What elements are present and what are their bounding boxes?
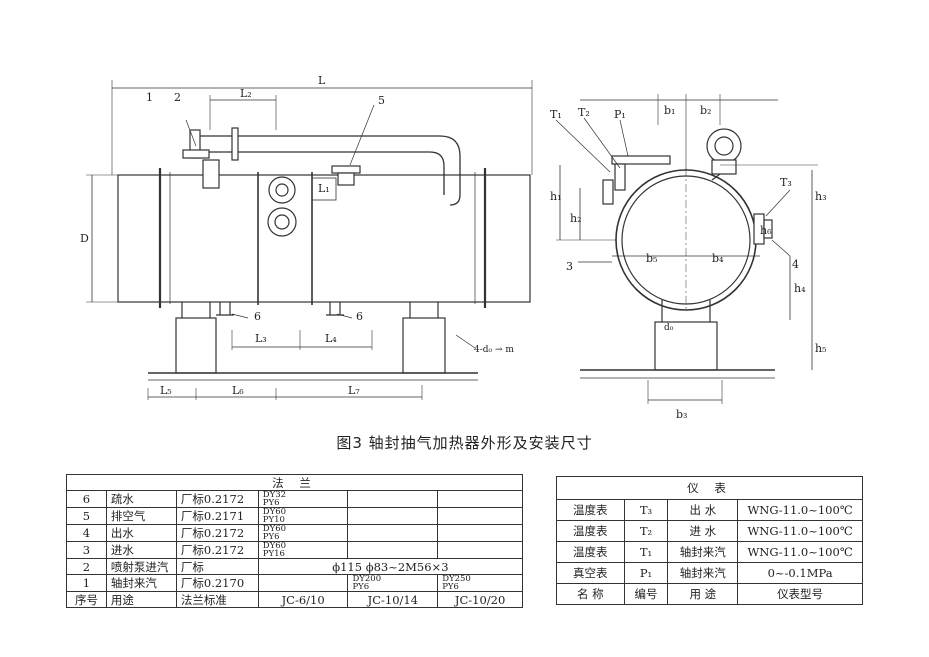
dim-d0: d₀ xyxy=(664,323,674,333)
dim-L7: L₇ xyxy=(348,384,360,397)
end-view xyxy=(555,94,818,404)
label-5: 5 xyxy=(378,94,385,107)
label-6b: 6 xyxy=(356,310,363,323)
figure-caption: 图3 轴封抽气加热器外形及安装尺寸 xyxy=(336,434,593,452)
label-T2: T₂ xyxy=(578,106,590,119)
dim-L3: L₃ xyxy=(255,332,267,345)
dim-h3: h₃ xyxy=(815,190,827,203)
label-4: 4 xyxy=(792,258,799,271)
dim-b4: b₄ xyxy=(712,252,724,265)
table-header-row: 名 称编号用 途仪表型号 xyxy=(556,583,863,605)
label-T3: T₃ xyxy=(780,176,792,189)
right-saddle xyxy=(402,317,446,374)
dim-L1: L₁ xyxy=(318,182,330,195)
flange-table-title: 法 兰 xyxy=(66,474,523,491)
dim-h2: h₂ xyxy=(570,212,582,225)
dim-b1: b₁ xyxy=(664,104,675,117)
label-T1: T₁ xyxy=(550,108,562,121)
steam-pipe xyxy=(196,135,461,206)
label-1: 1 xyxy=(146,91,153,104)
dim-L: L xyxy=(318,74,326,87)
dim-h1: h₁ xyxy=(550,190,562,203)
dim-L2: L₂ xyxy=(240,87,252,100)
label-3: 3 xyxy=(566,260,573,273)
label-2: 2 xyxy=(174,91,181,104)
label-holes: 4-d₀ → m xyxy=(474,345,514,355)
dim-L5: L₅ xyxy=(160,384,172,397)
label-6a: 6 xyxy=(254,310,261,323)
dim-b3: b₃ xyxy=(676,408,687,421)
dim-D: D xyxy=(80,232,89,245)
dim-b5: b₅ xyxy=(646,252,657,265)
end-saddle xyxy=(654,321,718,371)
dim-h5: h₅ xyxy=(815,342,827,355)
instrument-table-title: 仪 表 xyxy=(556,476,863,500)
shell-body xyxy=(117,174,531,303)
left-saddle xyxy=(175,317,217,374)
dim-h4: h₄ xyxy=(794,282,806,295)
dim-L4: L₄ xyxy=(325,332,337,345)
dim-h6: h₆ xyxy=(760,224,772,237)
technical-drawing: L L₂ L₁ L₃ L₄ L₅ L₆ L₇ D 1 2 5 6 6 4-d₀ … xyxy=(80,74,827,421)
side-view xyxy=(86,80,533,400)
label-P1: P₁ xyxy=(614,108,626,121)
dim-b2: b₂ xyxy=(700,104,711,117)
dim-L6: L₆ xyxy=(232,384,244,397)
